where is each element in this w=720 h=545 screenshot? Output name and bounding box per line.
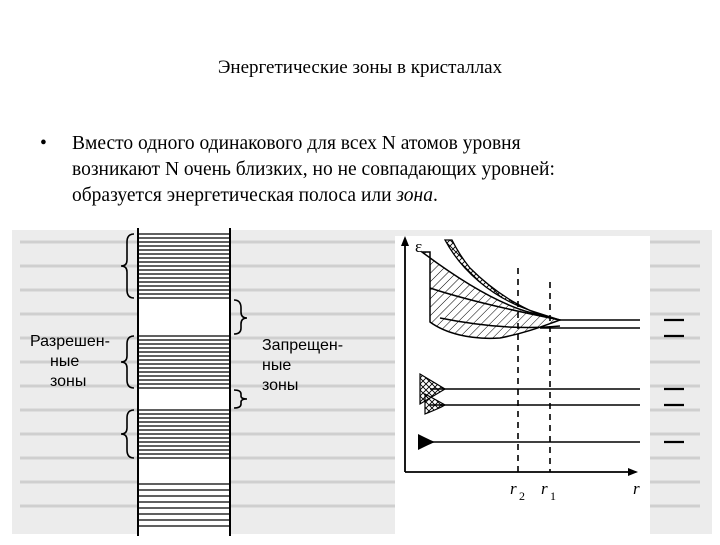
r-marker-lines [517, 268, 551, 472]
tick-r1-sub: 1 [550, 489, 556, 503]
bullet-line-3: образуется энергетическая полоса или зон… [72, 183, 702, 209]
tick-r2: r [510, 479, 517, 498]
bullet-line-1: Вместо одного одинакового для всех N ато… [72, 133, 521, 154]
forbidden-label-line-1: Запрещен- [262, 337, 343, 354]
band-wedge-2 [424, 392, 447, 415]
forbidden-label-line-2: ные [262, 357, 291, 374]
allowed-label-line-2: ные [50, 353, 79, 370]
x-axis-arrow [628, 468, 638, 476]
bullet-marker: • [40, 133, 47, 154]
upper-band-lower-edge [439, 317, 561, 329]
allowed-label-line-3: зоны [50, 373, 86, 390]
band-wedge-3 [418, 434, 435, 450]
tick-r2-sub: 2 [519, 489, 525, 503]
axes [404, 242, 630, 473]
forbidden-braces [233, 299, 248, 409]
energy-band-column [137, 228, 231, 536]
forbidden-label-line-3: зоны [262, 377, 298, 394]
allowed-band-levels [138, 233, 230, 527]
bullet-italic-word: зона [396, 185, 433, 206]
upper-band-edge [429, 287, 561, 321]
slide-title: Энергетические зоны в кристаллах [217, 57, 503, 78]
bullet-line-3-text: образуется энергетическая полоса или [72, 185, 397, 206]
y-axis-label: ε [415, 237, 422, 256]
bullet-line-2: возникают N очень близких, но не совпада… [72, 159, 555, 180]
allowed-braces [120, 233, 135, 459]
allowed-label-line-1: Разрешен- [30, 333, 110, 350]
band-diagram-figure: Разрешен- ные зоны Запрещен- ные зоны [0, 228, 720, 540]
band-column-frame [138, 228, 230, 536]
atomic-level-marks [664, 318, 684, 444]
tick-r1: r [541, 479, 548, 498]
band-diagram-svg: Разрешен- ные зоны Запрещен- ные зоны [12, 228, 712, 536]
x-axis-label: r [633, 479, 640, 498]
energy-level-lines [425, 319, 640, 443]
upper-band-crosshatched [443, 239, 561, 321]
bullet-period: . [432, 185, 438, 206]
bullet-text: Вместо одного одинакового для всех N ато… [72, 131, 702, 209]
y-axis-arrow [401, 236, 409, 246]
